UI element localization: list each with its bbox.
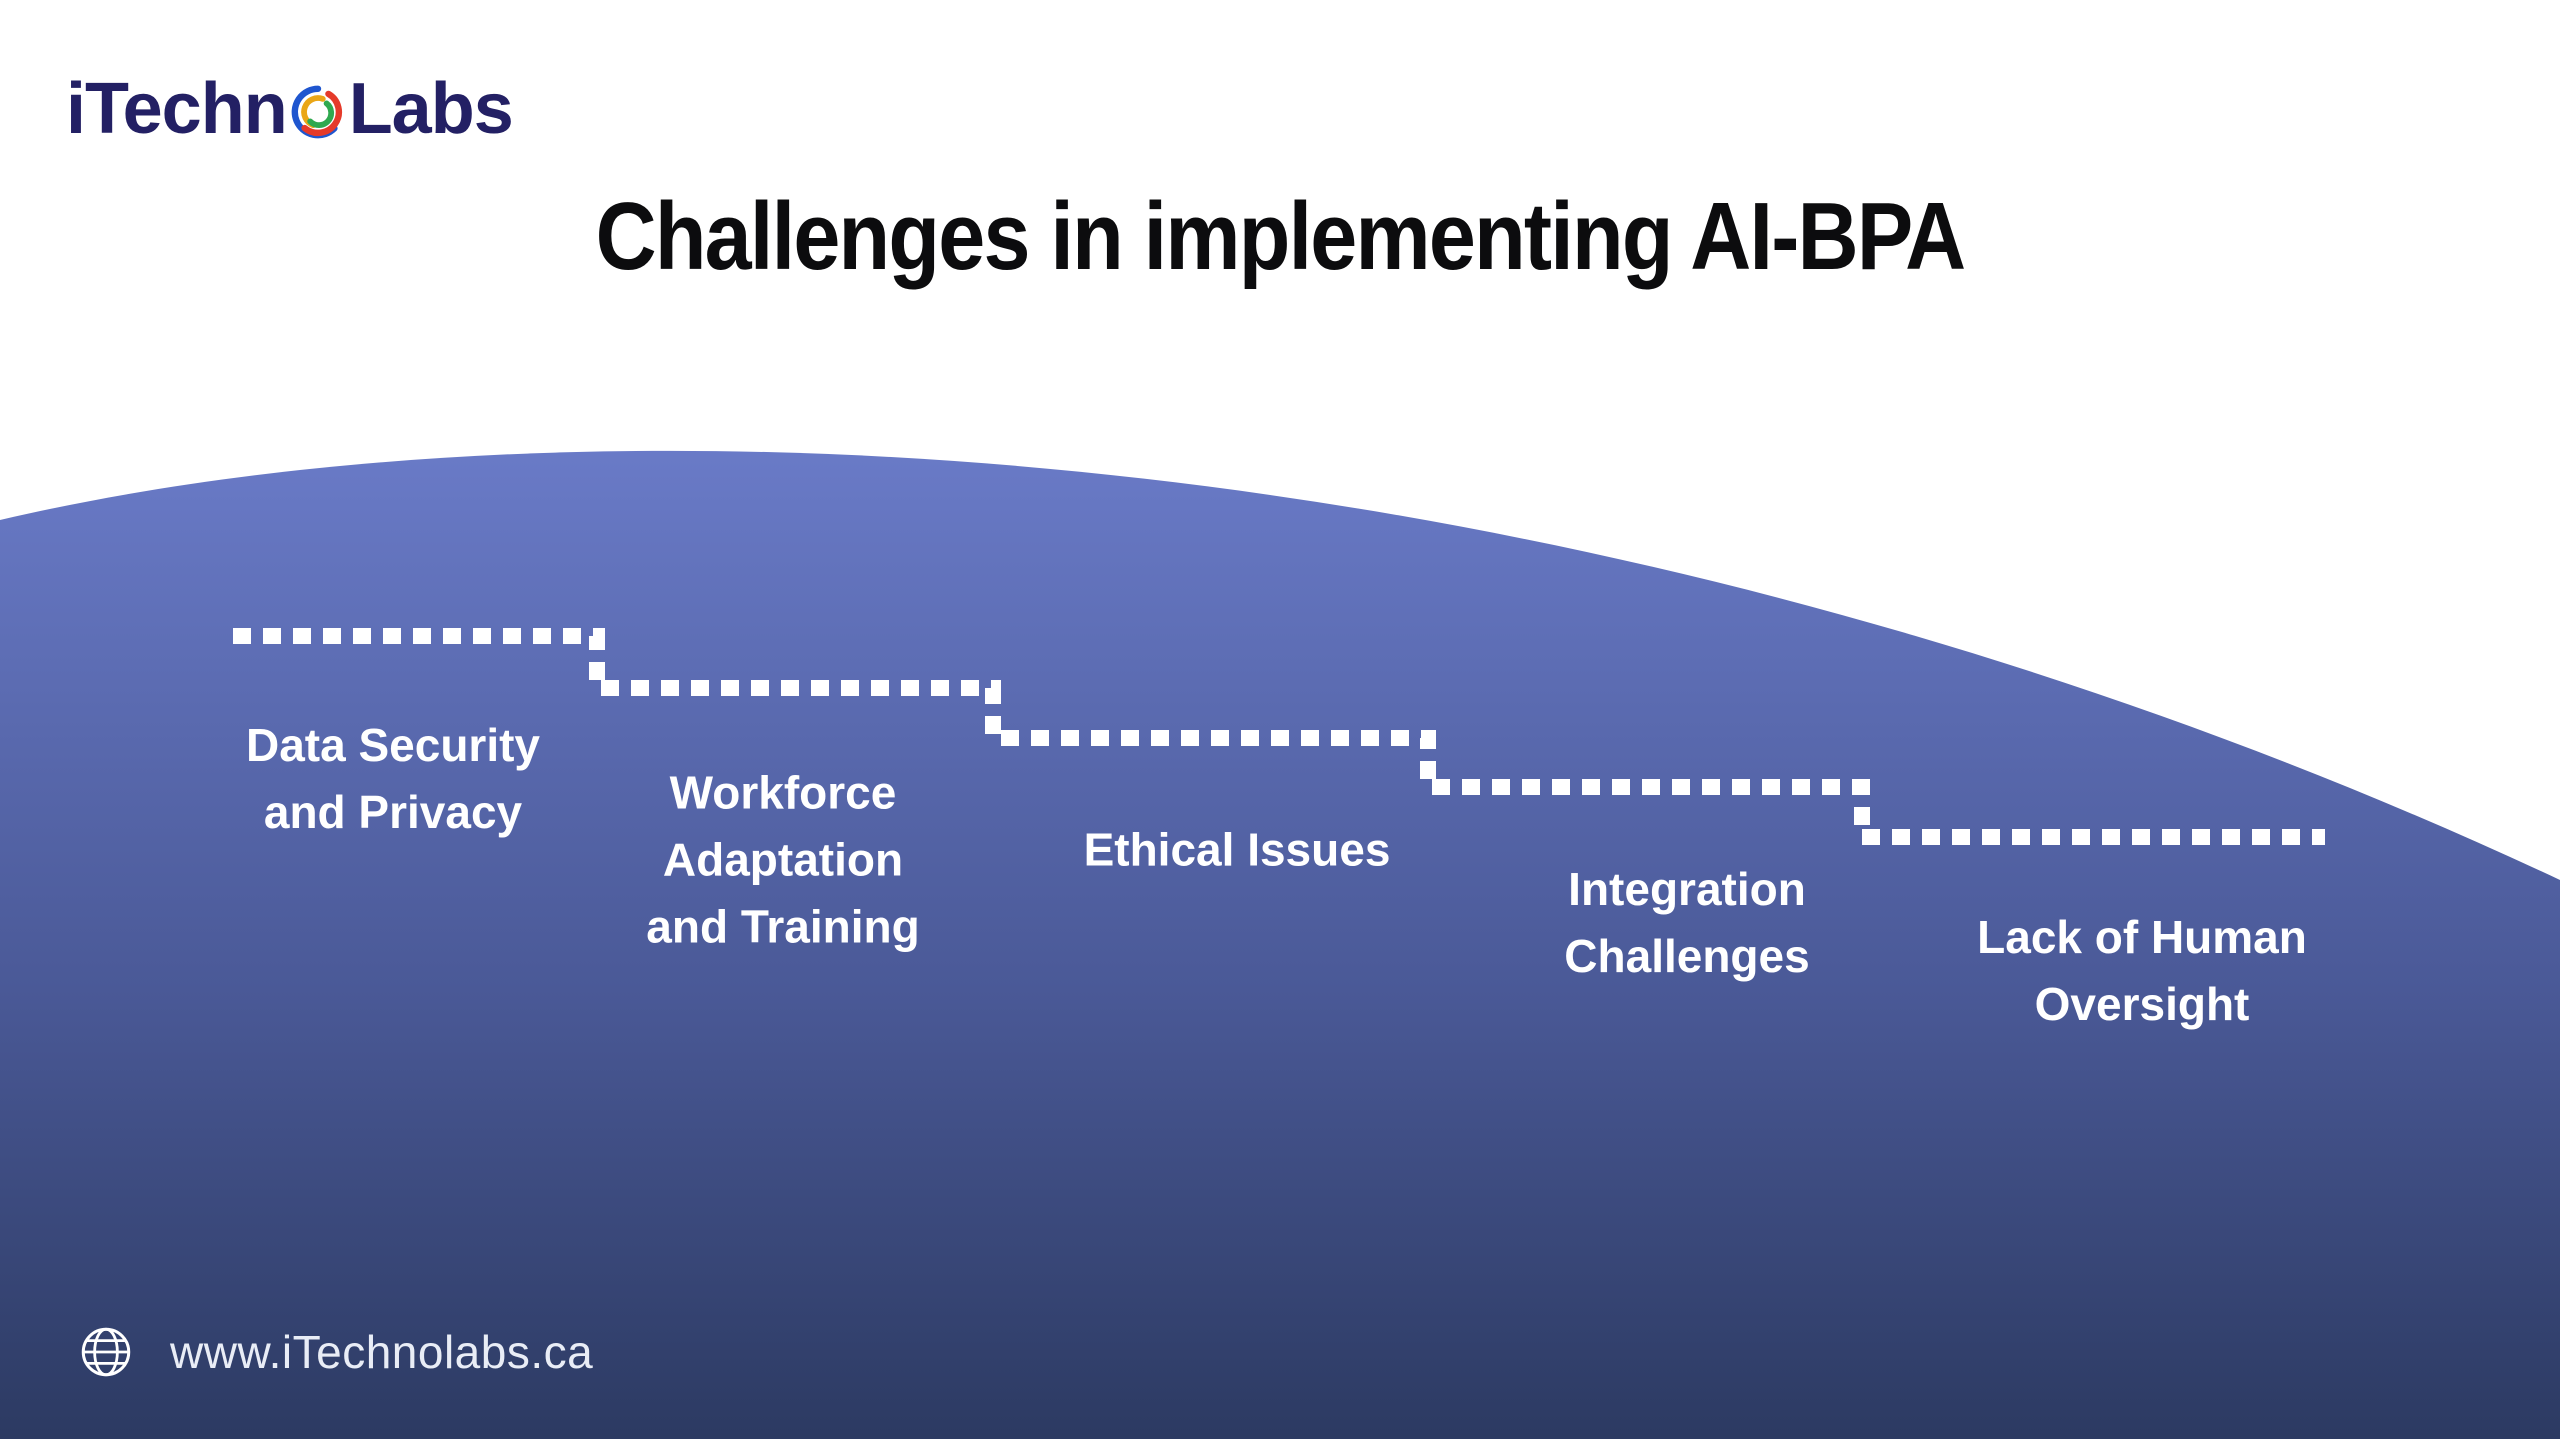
staircase-dashed-line [233, 628, 2325, 845]
step-label-line: Lack of Human [1977, 911, 2307, 963]
step-label-line: Workforce [669, 766, 897, 819]
step-label-line: and Privacy [263, 786, 523, 838]
wave-shape [0, 450, 2560, 1439]
website-url: www.iTechnolabs.ca [170, 1326, 594, 1378]
logo-text-suffix: Labs [348, 69, 514, 149]
step-label-data-security-and-privacy: Data Security and Privacy [246, 712, 540, 846]
step-label-workforce-adaptation-and-training: Workforce Adaptation and Training [646, 760, 919, 961]
step-label-line: Ethical Issues [1083, 823, 1391, 876]
step-label-line: Challenges [1564, 930, 1810, 982]
globe-icon [81, 1327, 131, 1377]
step-label-lack-of-human-oversight: Lack of Human Oversight [1977, 904, 2307, 1038]
logo-o-icon [291, 85, 342, 139]
logo-text-prefix: iTechn [66, 69, 288, 149]
page-title: Challenges in implementing AI-BPA [595, 183, 1967, 290]
step-label-line: Oversight [2034, 978, 2250, 1030]
step-label-line: and Training [646, 900, 920, 953]
step-label-line: Adaptation [662, 833, 904, 886]
step-label-line: Integration [1568, 863, 1806, 915]
brand-logo: iTechn O Labs [66, 68, 514, 150]
step-label-ethical-issues: Ethical Issues [1084, 817, 1391, 884]
footer: www.iTechnolabs.ca [78, 1324, 593, 1380]
step-label-line: Data Security [245, 719, 541, 771]
step-label-integration-challenges: Integration Challenges [1564, 856, 1809, 990]
